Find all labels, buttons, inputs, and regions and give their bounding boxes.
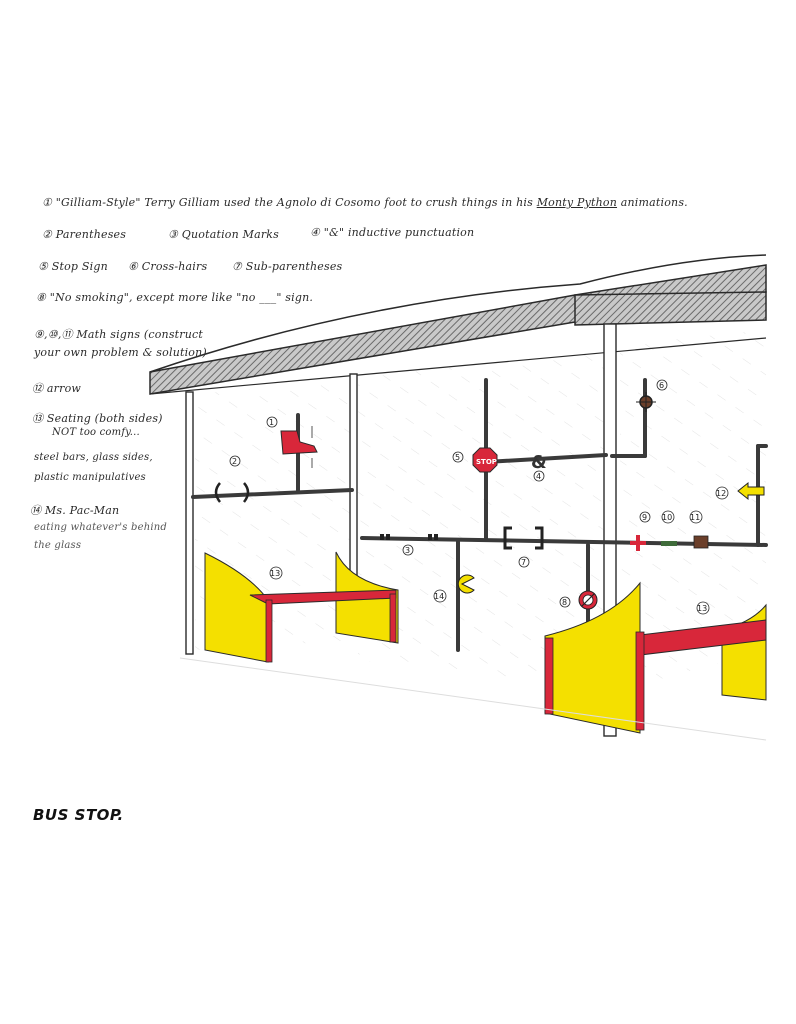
note-14-line-1: ⑭ Ms. Pac-Man — [30, 504, 120, 517]
note-1-end: animations. — [620, 196, 688, 209]
sub-parentheses: 7 — [503, 526, 544, 568]
note-1-text: "Gilliam-Style" Terry Gilliam used the A… — [55, 196, 533, 209]
ground-line — [179, 657, 767, 741]
label-14: 14 — [434, 592, 444, 601]
quotation-marks: 3 — [380, 534, 438, 556]
label-2: 2 — [232, 457, 237, 466]
note-6: ⑥ Cross-hairs — [128, 260, 208, 273]
note-1: ① "Gilliam-Style" Terry Gilliam used the… — [42, 196, 688, 209]
ms-pac-man: 14 — [433, 574, 475, 603]
label-5: 5 — [455, 453, 460, 462]
bench-left: 13 — [204, 551, 399, 663]
note-14-line-3: the glass — [34, 540, 82, 551]
note-9-line-2: your own problem & solution) — [34, 346, 207, 359]
svg-text:&: & — [531, 452, 547, 473]
note-1-monty-python: Monty Python — [536, 196, 618, 209]
signature: BUS STOP. — [33, 806, 124, 824]
note-5: ⑤ Stop Sign — [38, 260, 108, 273]
label-9: 9 — [642, 513, 647, 522]
note-1-number: ① — [42, 196, 53, 209]
label-1: 1 — [269, 418, 274, 427]
cross-hairs: 6 — [636, 379, 668, 412]
note-8: ⑧ "No smoking", except more like "no ___… — [36, 291, 314, 304]
label-13-left: 13 — [270, 569, 280, 578]
parentheses: 2 — [214, 455, 250, 503]
label-8: 8 — [562, 598, 567, 607]
label-13-right: 13 — [697, 604, 707, 613]
note-7: ⑦ Sub-parentheses — [232, 260, 343, 273]
label-7: 7 — [521, 558, 526, 567]
stop-sign-text: STOP — [476, 458, 497, 466]
note-13-line-4: plastic manipulatives — [34, 472, 146, 483]
note-4: ④ "&" inductive punctuation — [310, 226, 475, 239]
label-3: 3 — [405, 546, 410, 555]
roof — [149, 254, 767, 395]
arrow-sign: 12 — [715, 481, 765, 501]
stop-sign: STOP 5 — [452, 447, 498, 473]
ampersand: & 4 — [531, 452, 547, 482]
note-3: ③ Quotation Marks — [168, 228, 279, 241]
label-10: 10 — [662, 513, 672, 522]
note-14-line-2: eating whatever's behind — [34, 522, 168, 533]
label-11: 11 — [690, 513, 700, 522]
label-6: 6 — [659, 381, 664, 390]
note-2: ② Parentheses — [42, 228, 127, 241]
note-13-line-3: steel bars, glass sides, — [34, 452, 153, 463]
note-13-line-1: ⑬ Seating (both sides) — [32, 412, 163, 425]
label-12: 12 — [716, 489, 726, 498]
note-9-line-1: ⑨,⑩,⑪ Math signs (construct — [34, 328, 204, 341]
no-sign: 8 — [559, 590, 598, 610]
gilliam-foot: 1 — [266, 416, 318, 468]
note-13-line-2: NOT too comfy... — [52, 427, 140, 438]
math-signs: 9 10 11 — [630, 510, 709, 551]
label-4: 4 — [536, 472, 541, 481]
note-12: ⑫ arrow — [32, 382, 82, 395]
bench-right: 13 — [544, 581, 767, 734]
